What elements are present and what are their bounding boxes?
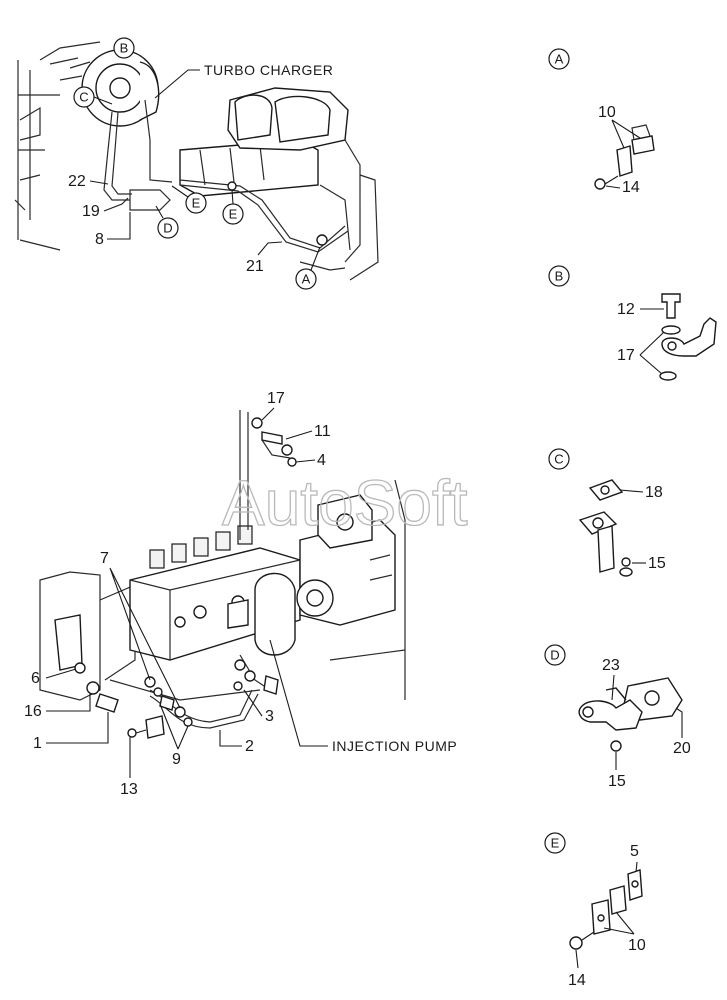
svg-text:E: E bbox=[229, 207, 238, 222]
detail-a-letter: A bbox=[555, 52, 564, 67]
detail-c-label-15: 15 bbox=[648, 555, 666, 572]
detail-e: E 5 10 14 bbox=[544, 832, 646, 989]
detail-c-label-18: 18 bbox=[645, 484, 663, 501]
label-8: 8 bbox=[95, 231, 104, 248]
turbo-charger bbox=[49, 49, 160, 127]
label-22: 22 bbox=[68, 173, 86, 190]
label-13: 13 bbox=[120, 781, 138, 798]
detail-c: C 18 15 bbox=[548, 448, 666, 577]
detail-d-label-23: 23 bbox=[602, 657, 620, 674]
detail-d-label-20: 20 bbox=[673, 740, 691, 757]
detail-e-label-10: 10 bbox=[628, 937, 646, 954]
detail-b-letter: B bbox=[555, 269, 564, 284]
injection-pump-drawing bbox=[39, 410, 406, 729]
svg-text:E: E bbox=[192, 196, 201, 211]
svg-text:D: D bbox=[163, 221, 172, 236]
ref-d-top: D bbox=[157, 217, 179, 239]
label-21: 21 bbox=[246, 258, 264, 275]
ref-e-top-2: E bbox=[222, 203, 244, 225]
label-7: 7 bbox=[100, 550, 109, 567]
label-19: 19 bbox=[82, 203, 100, 220]
detail-b-label-12: 12 bbox=[617, 301, 635, 318]
label-6: 6 bbox=[31, 670, 40, 687]
injection-pump-label: INJECTION PUMP bbox=[332, 738, 457, 754]
ref-c-top: C bbox=[73, 86, 95, 108]
detail-b-label-17: 17 bbox=[617, 347, 635, 364]
detail-e-letter: E bbox=[551, 836, 560, 851]
label-4: 4 bbox=[317, 452, 326, 469]
detail-b: B 12 17 bbox=[548, 265, 717, 381]
label-16: 16 bbox=[24, 703, 42, 720]
svg-text:C: C bbox=[79, 90, 88, 105]
svg-text:A: A bbox=[302, 272, 311, 287]
detail-d: D 23 20 15 bbox=[544, 644, 691, 790]
pump-fittings bbox=[74, 417, 297, 739]
svg-text:B: B bbox=[120, 41, 129, 56]
engine-top-drawing bbox=[14, 41, 379, 281]
detail-a: A 10 14 bbox=[548, 48, 655, 196]
turbo-charger-label: TURBO CHARGER bbox=[204, 62, 333, 78]
watermark: AutoSoft bbox=[222, 467, 468, 539]
injection-pump-callouts: 17 11 4 7 6 16 1 13 9 2 3 INJECTION PUMP bbox=[24, 390, 457, 798]
delivery-valves bbox=[149, 525, 253, 569]
label-1: 1 bbox=[33, 735, 42, 752]
ref-e-top-1: E bbox=[185, 192, 207, 214]
ref-a-top: A bbox=[295, 268, 317, 290]
detail-d-label-15: 15 bbox=[608, 773, 626, 790]
label-2: 2 bbox=[245, 738, 254, 755]
label-9: 9 bbox=[172, 751, 181, 768]
detail-c-letter: C bbox=[554, 452, 563, 467]
detail-a-label-10: 10 bbox=[598, 104, 616, 121]
label-3: 3 bbox=[265, 708, 274, 725]
ref-b-top: B bbox=[113, 37, 135, 59]
detail-a-label-14: 14 bbox=[622, 179, 640, 196]
detail-d-letter: D bbox=[550, 648, 559, 663]
label-17-pump: 17 bbox=[267, 390, 285, 407]
detail-e-label-5: 5 bbox=[630, 843, 639, 860]
engine-top-callouts: TURBO CHARGER B C 22 19 8 D E E bbox=[68, 37, 333, 290]
detail-e-label-14: 14 bbox=[568, 972, 586, 989]
label-11: 11 bbox=[314, 423, 331, 440]
